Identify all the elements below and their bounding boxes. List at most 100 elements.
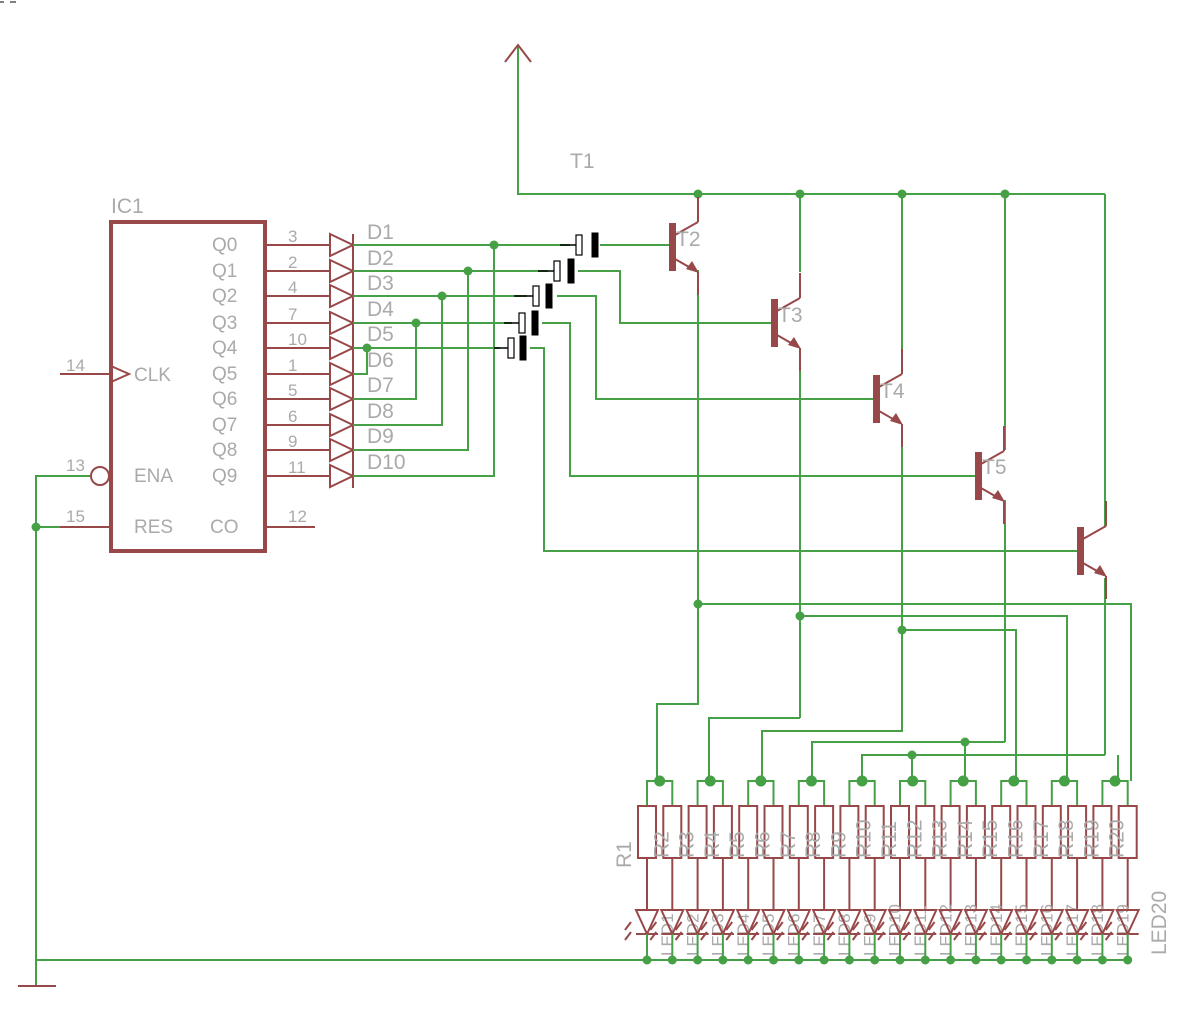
junction-dot	[769, 955, 778, 965]
led-light-arrow	[700, 931, 708, 941]
junction-dot	[1022, 955, 1031, 965]
resistor: R4	[701, 805, 733, 910]
led-triangle	[1064, 909, 1090, 937]
resistor-label: R2	[650, 831, 673, 858]
diode-symbol	[329, 412, 356, 438]
junction-dot	[1097, 955, 1107, 965]
transistor-label: T3	[778, 304, 803, 327]
resistor: R7	[777, 805, 809, 910]
resistor: R15	[979, 805, 1012, 910]
resistor-label: R10	[853, 819, 876, 858]
pin-number: 13	[66, 456, 85, 475]
led-light-arrow	[750, 931, 759, 941]
diode-symbol	[329, 283, 356, 309]
led-triangle	[1013, 909, 1040, 937]
diode-label: D1	[367, 221, 394, 244]
led-triangle	[811, 909, 837, 937]
led-light-arrow	[750, 921, 759, 931]
led-light-arrow	[801, 931, 809, 941]
resistor-label-r1: R1	[613, 841, 636, 868]
resistor-label: R17	[1030, 819, 1053, 858]
led-triangle	[760, 909, 787, 937]
emitter-arrow	[1094, 565, 1107, 577]
capacitors	[494, 232, 599, 361]
pin-number: 2	[288, 253, 297, 272]
resistor: R6	[752, 805, 784, 910]
junction-dot	[856, 775, 868, 787]
junction-dot	[1109, 775, 1121, 787]
diode-label: D6	[367, 349, 394, 372]
resistor-label: R20	[1106, 819, 1129, 858]
transistor-collector	[1082, 525, 1107, 540]
transistor-label: T1	[570, 150, 595, 173]
diode-labels: D1 D2 D3 D4 D5 D6 D7 D8 D9 D10	[367, 221, 406, 474]
led	[1104, 909, 1141, 965]
pin-number: 6	[288, 407, 297, 426]
led-light-arrow	[775, 931, 784, 941]
resistor-label: R19	[1080, 819, 1103, 858]
junction-dot	[957, 775, 969, 787]
led-label-led20: LED20	[1148, 891, 1171, 955]
led-light-arrow	[1104, 931, 1113, 941]
junction-dot	[895, 955, 905, 965]
resistor: R5	[726, 805, 759, 910]
resistor-label: R14	[954, 819, 977, 858]
diode-symbol	[329, 437, 356, 463]
junction-dot	[971, 955, 981, 965]
resistor-label: R5	[726, 831, 749, 858]
emitter-arrow	[686, 261, 699, 273]
led-light-arrow	[927, 931, 936, 941]
emitter-arrow	[788, 337, 801, 349]
pin-number: 3	[288, 227, 297, 246]
pin-q1: Q1	[212, 261, 237, 282]
resistor: R9	[827, 805, 860, 910]
junction-dot	[1123, 955, 1133, 965]
resistor-label: R12	[903, 819, 926, 858]
diode-label: D7	[367, 374, 394, 397]
pin-ena: ENA	[134, 466, 173, 487]
led-light-arrow	[649, 931, 658, 941]
led-triangle	[634, 909, 660, 937]
led-light-arrow	[1104, 921, 1113, 931]
led-light-arrow	[927, 921, 936, 931]
junction-dot	[996, 955, 1006, 965]
transistor-collector	[776, 297, 801, 312]
resistor-label: R9	[827, 831, 850, 858]
led-triangle	[887, 909, 913, 937]
led-light-arrow	[1079, 931, 1088, 941]
junction-dot	[755, 775, 767, 787]
resistor: R8	[802, 805, 835, 910]
resistor	[637, 805, 657, 910]
resistor-label: R13	[929, 819, 952, 858]
pin-number: 12	[288, 507, 307, 526]
resistor: R17	[1030, 805, 1062, 910]
capacitor	[514, 283, 553, 309]
resistor: R14	[954, 805, 986, 910]
junction-dot	[693, 955, 703, 965]
diode-array	[329, 232, 356, 489]
diode-symbol	[329, 310, 356, 336]
resistor: R11	[878, 805, 910, 910]
junction-dot	[907, 775, 919, 787]
led: LED1	[624, 909, 677, 965]
diode-symbol	[329, 335, 356, 361]
pin-q0: Q0	[212, 235, 237, 256]
led-light-arrow	[877, 931, 885, 941]
led-light-arrow	[624, 921, 632, 931]
diode-label: D9	[367, 425, 394, 448]
ic1-counter: IC1 Q0 Q1 Q2 Q3 Q4 Q5 Q6 Q7 Q8	[60, 195, 330, 553]
led-triangle	[963, 909, 989, 937]
resistor: R12	[903, 805, 936, 910]
resistor: R19	[1080, 805, 1113, 910]
led-light-arrow	[826, 921, 835, 931]
led-light-arrow	[978, 921, 987, 931]
resistor: R3	[676, 805, 708, 910]
pin-number: 5	[288, 381, 297, 400]
led-triangle	[1089, 909, 1115, 937]
led-triangle	[786, 909, 812, 937]
led-light-arrow	[700, 921, 708, 931]
led-light-arrow	[953, 931, 961, 941]
junction-dots	[31, 189, 1010, 760]
led-light-arrow	[1029, 921, 1037, 931]
